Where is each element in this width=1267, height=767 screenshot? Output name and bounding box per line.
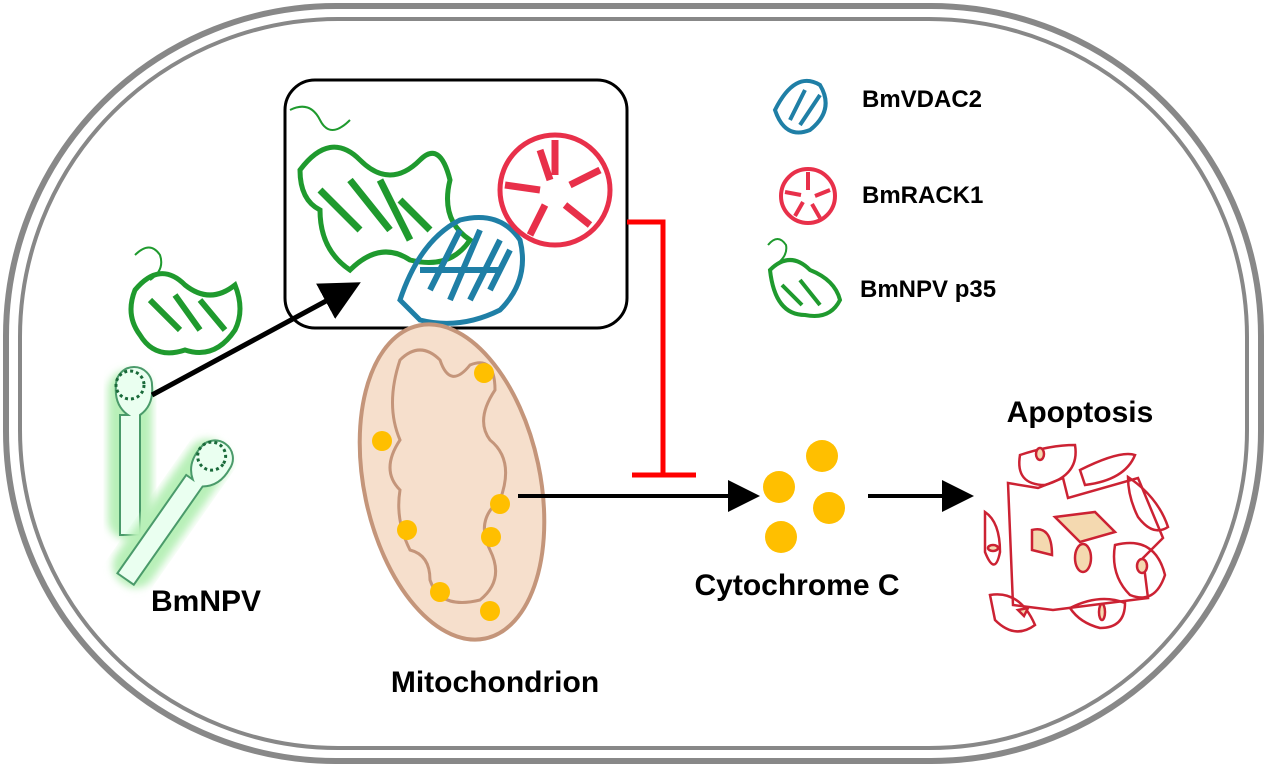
mitochondrion-icon <box>357 322 547 642</box>
legend-label-vdac2: BmVDAC2 <box>862 86 983 113</box>
bmnpv-label: BmNPV <box>150 585 262 618</box>
rack1-protein-icon <box>497 132 613 248</box>
cell-membrane <box>3 3 1264 764</box>
mitochondrion-label: Mitochondrion <box>390 666 600 699</box>
cytochrome-c-icon <box>763 440 845 553</box>
apoptotic-cell-icon <box>983 443 1170 633</box>
arrow-p35-to-complex <box>150 282 361 398</box>
bmnpv-virion-icon <box>108 366 234 588</box>
legend-p35-icon <box>767 238 843 318</box>
legend-label-p35: BmNPV p35 <box>860 276 997 303</box>
protein-complex-box <box>283 78 629 330</box>
vdac2-protein-icon <box>397 215 525 326</box>
free-p35-protein-icon <box>128 246 243 356</box>
inhibition-line <box>627 219 696 478</box>
legend-vdac2-icon <box>772 79 828 135</box>
legend-label-rack1: BmRACK1 <box>862 182 984 209</box>
apoptosis-label: Apoptosis <box>1006 396 1154 429</box>
cytochrome-c-label: Cytochrome C <box>694 569 900 602</box>
legend-rack1-icon <box>779 167 837 225</box>
p35-protein-icon <box>289 105 474 274</box>
